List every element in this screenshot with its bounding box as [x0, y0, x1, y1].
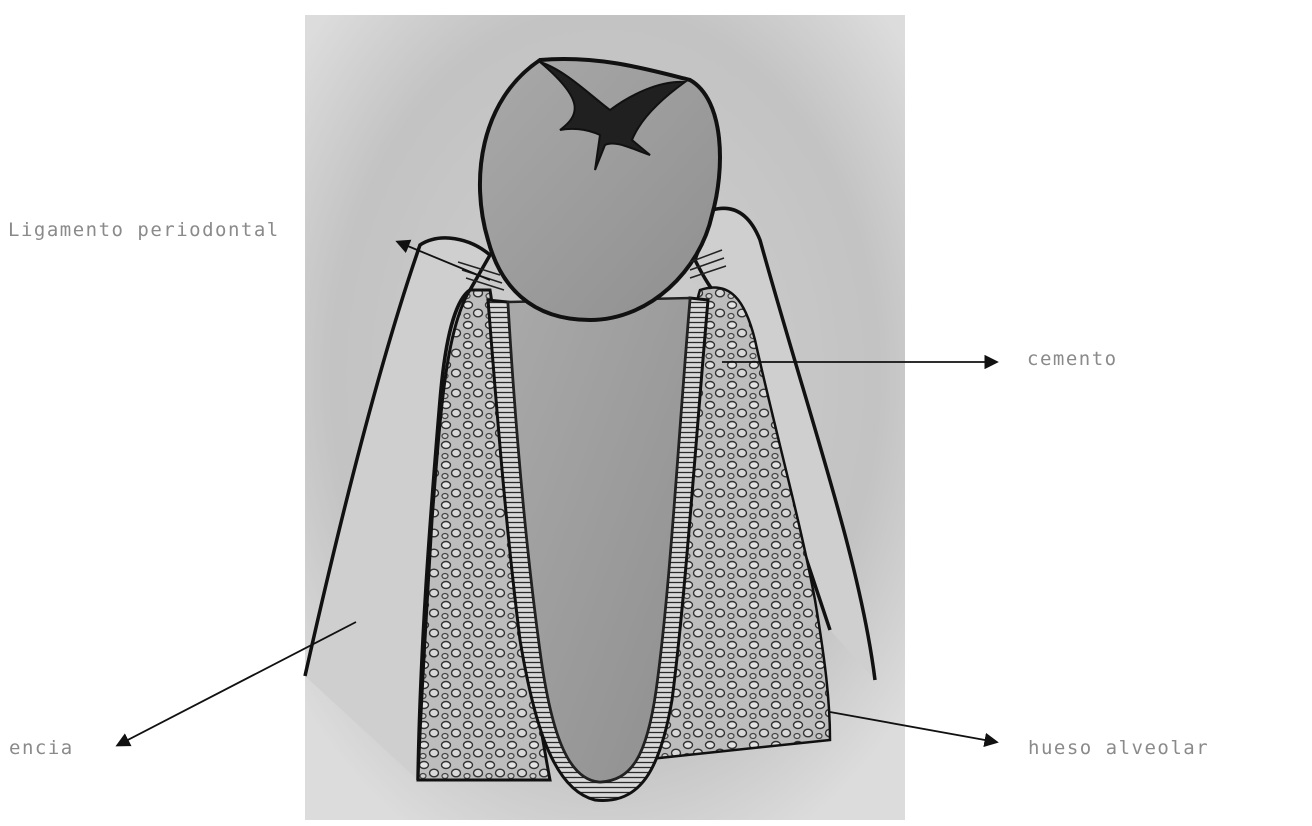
label-cemento: cemento: [1027, 348, 1118, 370]
label-encia: encia: [9, 737, 74, 759]
label-ligamento-periodontal: Ligamento periodontal: [8, 219, 280, 241]
label-hueso-alveolar: hueso alveolar: [1028, 737, 1209, 759]
